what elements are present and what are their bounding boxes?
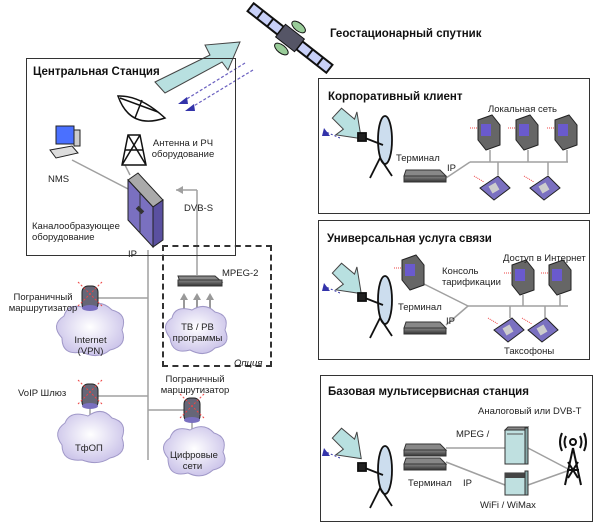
central-station-box bbox=[26, 58, 236, 256]
ms-dish-icon bbox=[357, 445, 393, 509]
lan-label: Локальная сеть bbox=[488, 104, 557, 115]
border-router-2-icon bbox=[179, 393, 205, 423]
pstn-cloud-label: ТфОП bbox=[75, 443, 103, 454]
corporate-client-title: Корпоративный клиент bbox=[328, 91, 463, 103]
downlink-arrowhead bbox=[178, 97, 188, 104]
multiservice-station-title: Базовая мультисервисная станция bbox=[328, 386, 529, 398]
arrowhead bbox=[193, 293, 201, 300]
nms-computer-icon bbox=[49, 125, 81, 159]
internet-access-label: Доступ в Интернет bbox=[503, 253, 586, 264]
satellite-icon bbox=[246, 1, 334, 75]
payphone-icon bbox=[521, 317, 559, 343]
billing-console-computer-icon bbox=[394, 254, 425, 291]
option-label: Опция bbox=[234, 358, 263, 369]
arrowhead bbox=[180, 293, 188, 300]
corp-lan-computers bbox=[470, 114, 578, 151]
corp-downlink-arrow bbox=[322, 107, 362, 140]
terminal-icon bbox=[403, 457, 448, 471]
dvbs-arrowhead bbox=[176, 186, 183, 194]
channel-equipment-label: Каналообразующее оборудование bbox=[32, 221, 120, 243]
billing-console-label: Консоль тарификации bbox=[442, 266, 501, 288]
ms-ip-label: IP bbox=[463, 478, 472, 489]
uplink-arrow bbox=[154, 41, 241, 94]
antenna-label: Антенна и РЧ оборудование bbox=[151, 138, 215, 160]
analog-dvbt-transmitter-icon bbox=[503, 426, 530, 465]
arrowhead bbox=[206, 293, 214, 300]
uni-ip-label: IP bbox=[446, 316, 455, 327]
wifi-wimax-label: WiFi / WiMax bbox=[480, 500, 536, 511]
lan-computer-icon bbox=[470, 114, 501, 151]
multiservice-station-box bbox=[320, 375, 593, 522]
uni-dish-icon bbox=[357, 275, 393, 339]
ip-phone-icon bbox=[473, 175, 511, 201]
corp-terminal-icon bbox=[403, 169, 448, 183]
border-router-1-icon bbox=[77, 281, 103, 311]
payphone-icon bbox=[487, 317, 525, 343]
uni-lines bbox=[411, 277, 568, 326]
internet-access-computer-icon bbox=[541, 259, 572, 296]
antenna-dish-icon bbox=[116, 95, 167, 166]
internet-access-computer-icon bbox=[504, 259, 535, 296]
nms-label: NMS bbox=[48, 174, 70, 185]
wifi-wimax-base-icon bbox=[504, 470, 529, 496]
corp-terminal-label: Терминал bbox=[396, 153, 440, 164]
uni-terminal-label: Терминал bbox=[398, 302, 442, 313]
voip-gateway-icon bbox=[77, 379, 103, 409]
radio-tower-icon bbox=[559, 432, 587, 486]
corp-ip-label: IP bbox=[447, 163, 456, 174]
internet-cloud bbox=[56, 303, 125, 356]
downlink-arrowhead bbox=[185, 104, 195, 111]
uni-computers bbox=[394, 254, 572, 296]
corp-lines bbox=[445, 150, 568, 179]
ms-downlink-arrow bbox=[322, 427, 362, 460]
uni-downlink-arrow bbox=[322, 262, 362, 295]
ms-lines bbox=[445, 447, 571, 486]
corp-phones bbox=[473, 175, 561, 201]
border-router-1-label: Пограничный маршрутизатор bbox=[8, 292, 78, 314]
universal-service-box bbox=[318, 220, 590, 360]
ip-phone-icon bbox=[523, 175, 561, 201]
central-lines bbox=[71, 159, 198, 460]
mpeg2-label: MPEG-2 bbox=[222, 268, 259, 279]
channel-equipment-rack-icon bbox=[127, 172, 164, 249]
central-ip-label: IP bbox=[128, 249, 137, 260]
voip-gateway-label: VoIP Шлюз bbox=[18, 388, 67, 399]
tv-radio-label: ТВ / РВ программы bbox=[172, 322, 223, 344]
internet-cloud-label: Internet (VPN) bbox=[74, 335, 107, 357]
mpeg-label: MPEG / bbox=[456, 429, 490, 440]
dvbs-label: DVB-S bbox=[184, 203, 214, 214]
terminal-icon bbox=[403, 443, 448, 457]
ms-terminal-label: Терминал bbox=[408, 478, 452, 489]
border-router-2-label: Пограничный маршрутизатор bbox=[160, 374, 230, 396]
uni-terminal-icon bbox=[403, 321, 448, 335]
digital-networks-label: Цифровые сети bbox=[170, 450, 218, 472]
satellite-label: Геостационарный спутник bbox=[330, 28, 482, 40]
payphones-label: Таксофоны bbox=[504, 346, 555, 357]
ms-terminal-icons bbox=[403, 443, 448, 471]
mpeg2-encoder-icon bbox=[177, 275, 224, 287]
pstn-cloud bbox=[57, 411, 125, 464]
digital-networks-cloud bbox=[163, 426, 226, 477]
lan-computer-icon bbox=[547, 114, 578, 151]
lan-computer-icon bbox=[508, 114, 539, 151]
analog-dvbt-label: Аналоговый или DVB-T bbox=[478, 406, 582, 417]
corporate-client-box bbox=[318, 78, 590, 214]
central-station-title: Центральная Станция bbox=[33, 66, 160, 78]
corp-dish-icon bbox=[357, 115, 393, 179]
option-box bbox=[162, 245, 272, 367]
tv-radio-cloud bbox=[165, 306, 228, 354]
uni-payphones bbox=[487, 317, 559, 343]
universal-service-title: Универсальная услуга связи bbox=[327, 233, 492, 245]
